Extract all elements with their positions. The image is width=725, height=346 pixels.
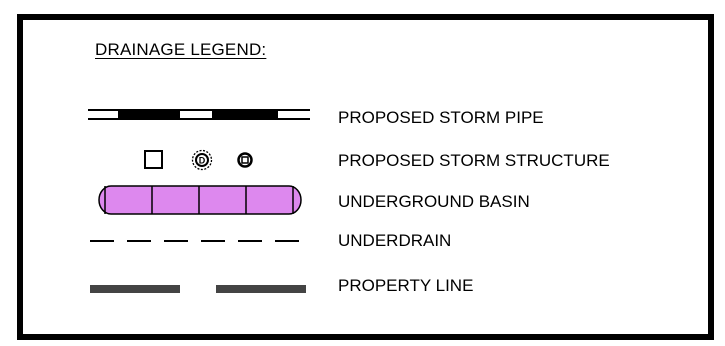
underground-basin-symbol — [98, 185, 302, 215]
label-property-line: PROPERTY LINE — [338, 276, 474, 295]
square-structure-icon — [144, 150, 163, 169]
label-proposed-storm-structure: PROPOSED STORM STRUCTURE — [338, 151, 610, 170]
label-underground-basin: UNDERGROUND BASIN — [338, 192, 530, 211]
label-proposed-storm-pipe: PROPOSED STORM PIPE — [338, 108, 544, 127]
storm-pipe-symbol — [88, 109, 310, 120]
underdrain-symbol — [90, 240, 304, 242]
manhole-o-icon — [237, 152, 253, 168]
label-underdrain: UNDERDRAIN — [338, 231, 452, 250]
storm-structure-symbols: D — [144, 149, 253, 171]
svg-text:D: D — [199, 156, 206, 166]
legend-title: DRAINAGE LEGEND: — [95, 40, 267, 59]
property-line-symbol — [90, 285, 306, 293]
manhole-d-icon: D — [191, 149, 213, 171]
